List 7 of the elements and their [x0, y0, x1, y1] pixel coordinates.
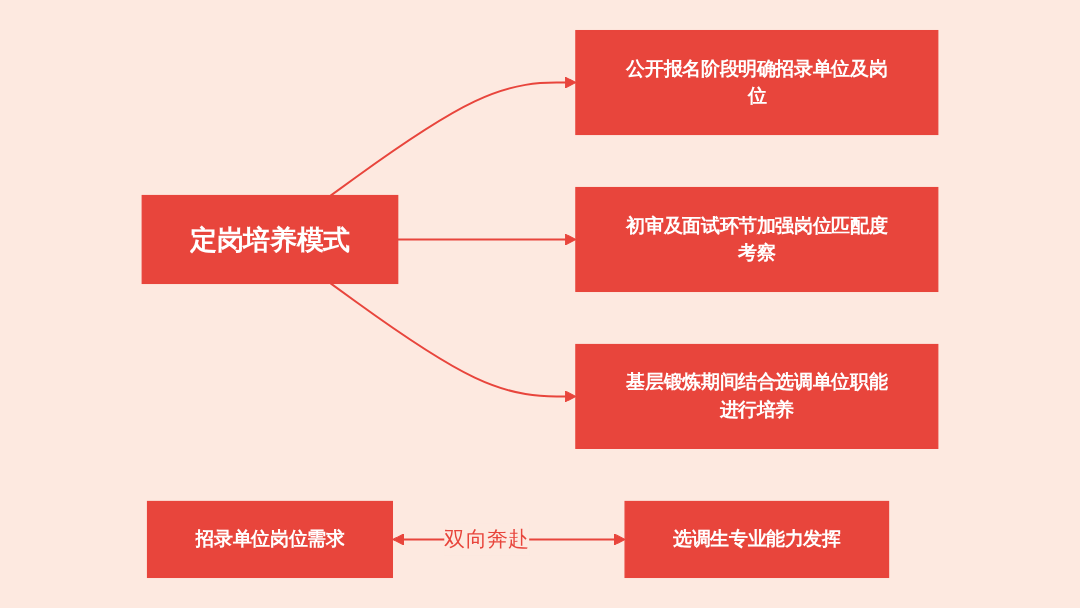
node-box: 招录单位岗位需求	[146, 500, 393, 579]
node-box: 公开报名阶段明确招录单位及岗位	[575, 29, 939, 136]
edge-label: 双向奔赴	[444, 526, 530, 552]
node-box: 定岗培养模式	[141, 194, 399, 285]
node-box: 初审及面试环节加强岗位匹配度考察	[575, 186, 939, 293]
node-box: 基层锻炼期间结合选调单位职能进行培养	[575, 343, 939, 449]
node-box: 选调生专业能力发挥	[624, 500, 890, 579]
